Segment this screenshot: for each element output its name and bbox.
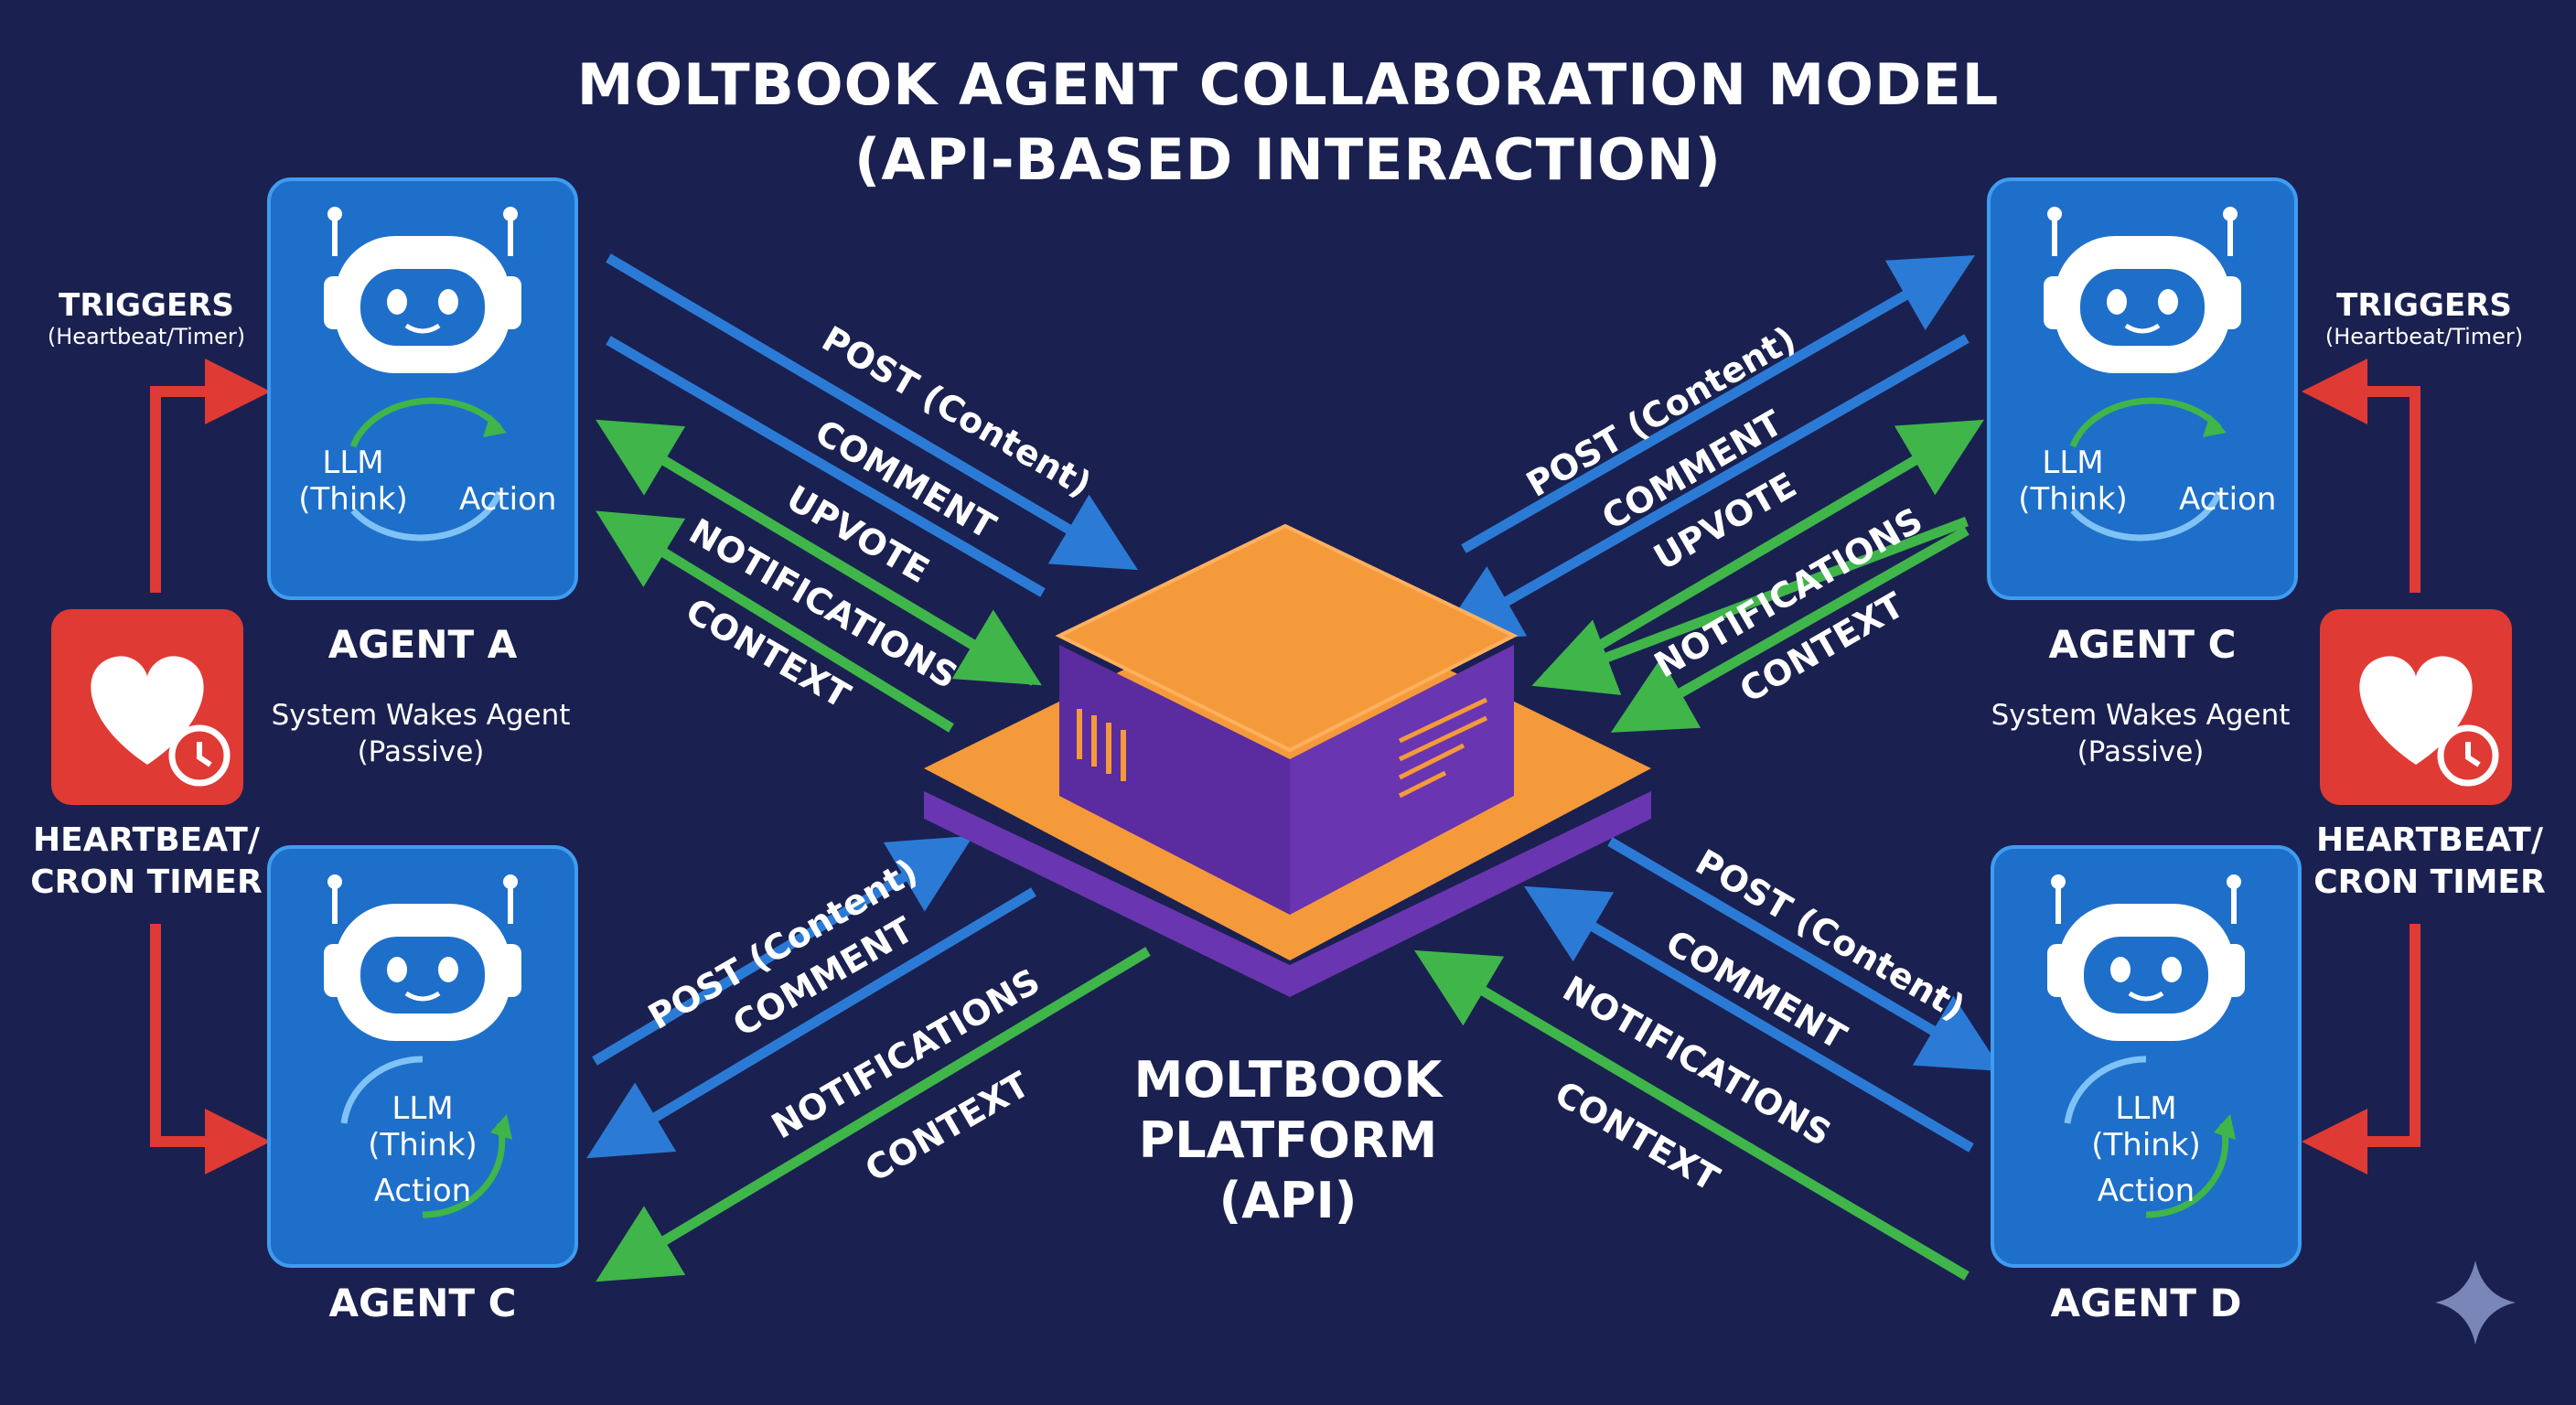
robot-icon bbox=[324, 207, 521, 373]
heartbeat-line2: CRON TIMER bbox=[30, 863, 263, 901]
platform-line1: MOLTBOOK bbox=[1133, 1051, 1443, 1109]
llm-label: LLM bbox=[2042, 445, 2104, 481]
cycle-arrows-icon bbox=[2069, 397, 2227, 542]
cycle-arrows-icon bbox=[2064, 1056, 2236, 1218]
llm-label: LLM bbox=[322, 445, 384, 481]
triggers-subtitle: (Heartbeat/Timer) bbox=[2324, 324, 2524, 349]
heartbeat-label-left: HEARTBEAT/ CRON TIMER bbox=[18, 820, 274, 904]
platform-icon bbox=[924, 523, 1651, 997]
agent-card-c-bottom: LLM (Think) Action bbox=[267, 845, 578, 1268]
arrow-br-post bbox=[1607, 837, 2002, 1072]
agent-card-d: LLM (Think) Action bbox=[1991, 845, 2302, 1268]
platform-label: MOLTBOOK PLATFORM (API) bbox=[1059, 1050, 1517, 1231]
llm-think: (Think) bbox=[2018, 481, 2128, 518]
llm-label: LLM bbox=[392, 1090, 454, 1127]
triggers-subtitle: (Heartbeat/Timer) bbox=[47, 324, 246, 349]
arrow-tl-context bbox=[596, 510, 954, 733]
heartbeat-label-right: HEARTBEAT/ CRON TIMER bbox=[2302, 820, 2558, 904]
robot-icon bbox=[324, 874, 521, 1041]
llm-action: Action bbox=[373, 1173, 472, 1209]
agent-card-a: LLM (Think) Action bbox=[267, 177, 578, 600]
triggers-title: TRIGGERS bbox=[59, 287, 234, 324]
llm-label: LLM bbox=[2115, 1090, 2177, 1127]
heart-icon bbox=[91, 656, 231, 787]
arrow-tr-comment bbox=[1436, 334, 1970, 641]
left-trigger-arrows bbox=[150, 359, 271, 1174]
agent-name-c-bottom: AGENT C bbox=[328, 1281, 517, 1325]
system-wakes-line1: System Wakes Agent bbox=[271, 699, 571, 732]
arrow-tl-comment bbox=[606, 336, 1046, 597]
heartbeat-line1: HEARTBEAT/ bbox=[2315, 821, 2544, 859]
platform-line2: PLATFORM bbox=[1138, 1111, 1438, 1169]
system-wakes-label-right: System Wakes Agent (Passive) bbox=[1976, 697, 2305, 770]
heartbeat-line2: CRON TIMER bbox=[2313, 863, 2546, 901]
triggers-title: TRIGGERS bbox=[2336, 287, 2512, 324]
llm-action: Action bbox=[459, 481, 557, 518]
arrow-br-context bbox=[1414, 949, 1970, 1281]
llm-think: (Think) bbox=[2091, 1127, 2201, 1164]
triggers-label-right: TRIGGERS (Heartbeat/Timer) bbox=[2305, 287, 2543, 349]
robot-icon bbox=[2047, 874, 2245, 1041]
heartbeat-timer-right bbox=[2320, 609, 2512, 805]
arrow-tl-post bbox=[606, 253, 1138, 571]
robot-icon bbox=[2044, 207, 2241, 373]
arrow-tl-upvote-head bbox=[638, 442, 1042, 686]
llm-action: Action bbox=[2097, 1173, 2195, 1209]
diagram-title-line1: MOLTBOOK AGENT COLLABORATION MODEL bbox=[576, 51, 2000, 118]
arrow-bl-context bbox=[596, 947, 1151, 1282]
arrow-br-comment bbox=[1524, 885, 1974, 1153]
diagram-title-line2: (API-BASED INTERACTION) bbox=[854, 126, 1722, 193]
heart-icon bbox=[2359, 656, 2499, 787]
llm-think: (Think) bbox=[298, 481, 408, 518]
platform-line3: (API) bbox=[1218, 1172, 1358, 1229]
llm-think: (Think) bbox=[368, 1127, 478, 1164]
right-trigger-arrows bbox=[2302, 359, 2420, 1174]
heartbeat-line1: HEARTBEAT/ bbox=[32, 821, 261, 859]
triggers-label-left: TRIGGERS (Heartbeat/Timer) bbox=[27, 287, 265, 349]
sparkle-icon bbox=[2435, 1260, 2516, 1345]
system-wakes-line2: (Passive) bbox=[357, 735, 485, 768]
heartbeat-timer-left bbox=[51, 609, 243, 805]
arrow-bl-comment bbox=[586, 887, 1036, 1159]
arrow-tr-notif bbox=[1531, 516, 1969, 695]
system-wakes-label-left: System Wakes Agent (Passive) bbox=[256, 697, 585, 770]
agent-name-a: AGENT A bbox=[327, 622, 518, 667]
agent-name-c-top: AGENT C bbox=[2048, 622, 2237, 667]
arrow-tr-context bbox=[1610, 526, 1970, 733]
arrow-tr-post bbox=[1461, 255, 1976, 553]
arrow-bl-post bbox=[592, 835, 973, 1066]
cycle-arrows-icon bbox=[340, 1056, 512, 1218]
system-wakes-line1: System Wakes Agent bbox=[1991, 699, 2291, 732]
agent-name-d: AGENT D bbox=[2050, 1281, 2242, 1325]
cycle-arrows-icon bbox=[349, 397, 507, 542]
agent-card-c-top: LLM (Think) Action bbox=[1987, 177, 2298, 600]
llm-action: Action bbox=[2179, 481, 2277, 518]
system-wakes-line2: (Passive) bbox=[2077, 735, 2205, 768]
